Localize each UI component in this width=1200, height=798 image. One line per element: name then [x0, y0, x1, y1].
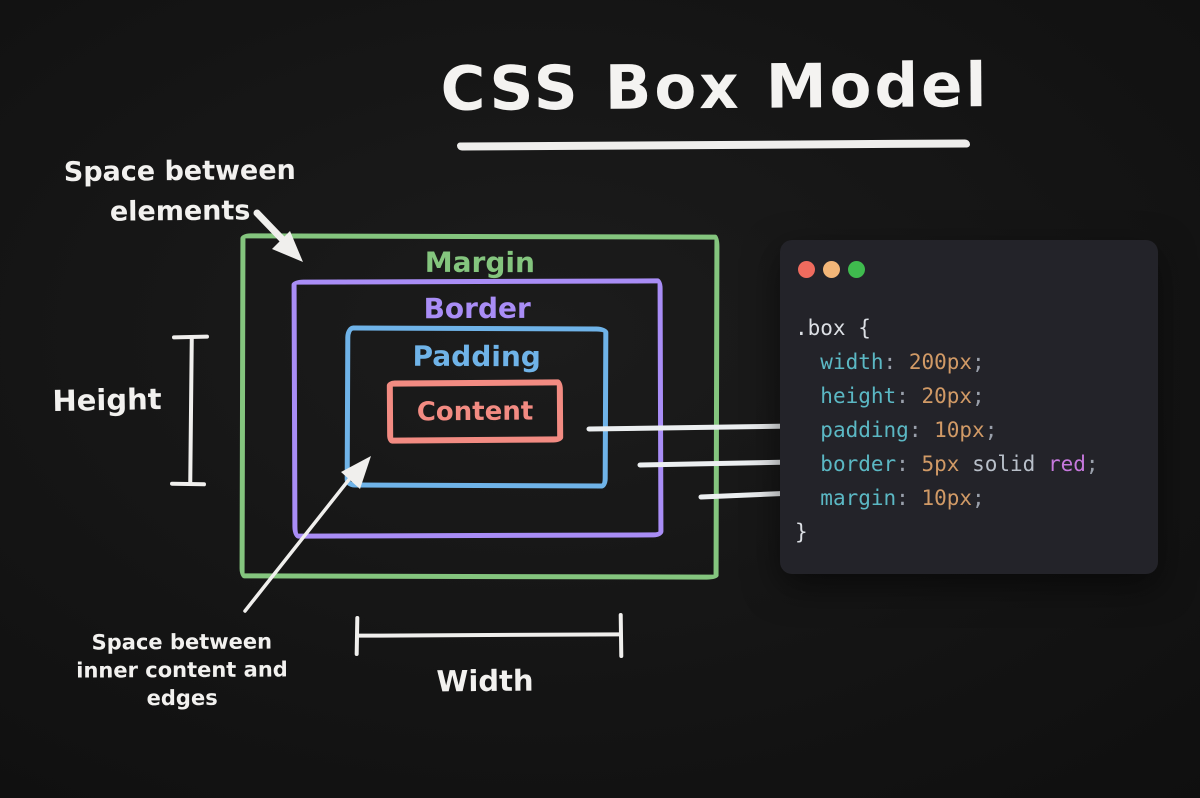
- code-line: margin: 10px;: [820, 486, 985, 510]
- label-width: Width: [436, 663, 534, 699]
- height-measure-line: [188, 336, 194, 486]
- content-box: Content: [386, 379, 564, 444]
- title-underline: [456, 139, 971, 151]
- height-measure-cap-top: [171, 334, 210, 340]
- code-line: .box {: [795, 316, 871, 340]
- label-space-between-elements: Space between elements: [55, 151, 306, 233]
- code-line: border: 5px solid red;: [820, 452, 1099, 476]
- label-line: inner content and: [76, 657, 288, 683]
- window-zoom-button: [848, 261, 865, 278]
- page-title: CSS Box Model: [440, 50, 990, 125]
- window-close-button: [798, 261, 815, 278]
- label-height: Height: [52, 382, 162, 418]
- code-line: height: 20px;: [820, 384, 985, 408]
- code-lines: .box { width: 200px; height: 20px; paddi…: [795, 311, 1099, 549]
- window-controls: [798, 261, 865, 278]
- code-line: width: 200px;: [820, 350, 985, 374]
- code-panel: .box { width: 200px; height: 20px; paddi…: [780, 240, 1158, 574]
- width-measure-cap-left: [354, 615, 360, 657]
- content-label: Content: [416, 396, 534, 427]
- label-space-between-inner-content: Space between inner content and edges: [72, 627, 292, 712]
- padding-label: Padding: [412, 339, 541, 374]
- code-line: }: [795, 520, 808, 544]
- height-measure-cap-bottom: [169, 481, 207, 487]
- label-line: Space between: [91, 629, 273, 655]
- label-line: Space between: [63, 154, 296, 189]
- border-label: Border: [423, 291, 531, 326]
- window-minimize-button: [823, 261, 840, 278]
- width-measure-cap-right: [618, 612, 624, 659]
- code-line: padding: 10px;: [820, 418, 998, 442]
- label-line: elements: [109, 195, 251, 228]
- margin-label: Margin: [424, 245, 535, 280]
- width-measure-line: [356, 632, 623, 638]
- label-line: edges: [146, 685, 218, 711]
